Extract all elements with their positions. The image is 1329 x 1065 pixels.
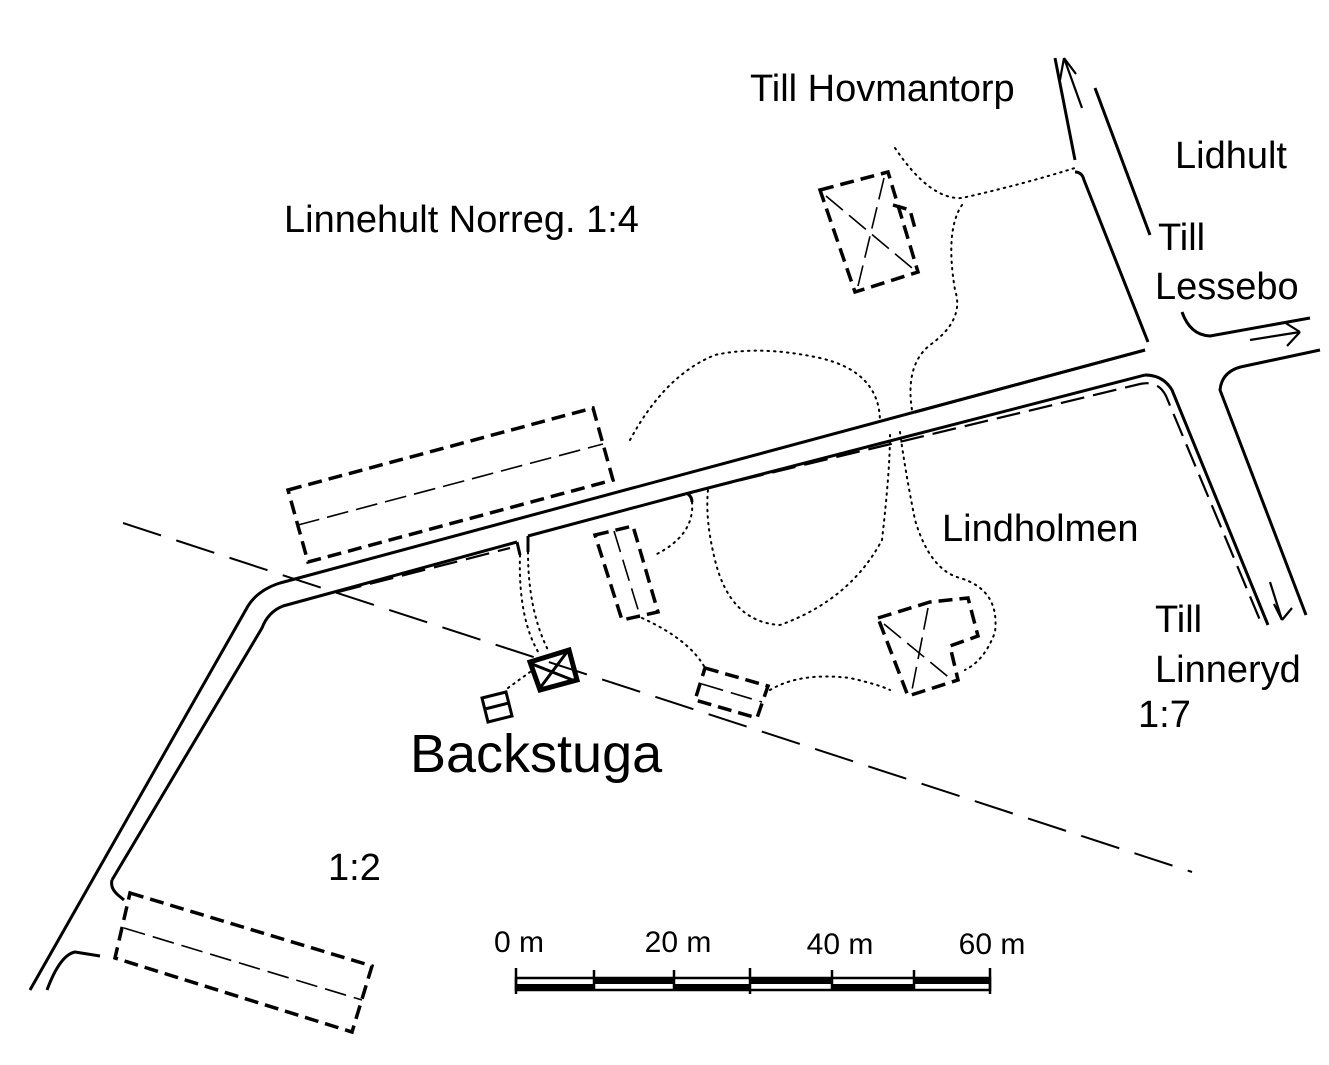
building-backstuga-annex: [480, 690, 514, 724]
main-road: [28, 348, 1270, 991]
label-lindholmen: Lindholmen: [942, 508, 1138, 550]
label-lidhult: Lidhult: [1175, 135, 1287, 177]
arrow-to-linneryd: [1268, 581, 1293, 621]
scale-tick-60: 60 m: [959, 928, 1026, 961]
arrow-to-lessebo: [1249, 321, 1301, 347]
label-till-linneryd-line2: Linneryd: [1155, 649, 1301, 691]
building-small-shed: [592, 523, 661, 623]
label-till-lessebo-line2: Lessebo: [1155, 266, 1299, 308]
scale-tick-20: 20 m: [645, 926, 712, 959]
building-lindholmen-cross: [875, 596, 981, 699]
scale-bar: 0 m 20 m 40 m 60 m: [494, 926, 1025, 994]
label-till-lessebo-line1: Till: [1158, 217, 1205, 259]
label-parcel-1-2: 1:2: [328, 847, 381, 889]
footpaths: [507, 147, 1076, 691]
property-boundary-line: [122, 522, 1193, 873]
scale-tick-0: 0 m: [494, 926, 544, 959]
building-southwest-long: [112, 890, 375, 1035]
label-backstuga: Backstuga: [410, 724, 663, 784]
scale-tick-40: 40 m: [807, 928, 874, 961]
label-linnehult: Linnehult Norreg. 1:4: [284, 199, 639, 241]
building-backstuga: [526, 646, 581, 694]
label-till-hovmantorp: Till Hovmantorp: [750, 68, 1015, 110]
direction-arrows: [1058, 57, 1301, 621]
building-north-cross: [817, 169, 921, 295]
north-road: [1053, 57, 1152, 343]
east-road: [1180, 311, 1321, 616]
arrow-to-hovmantorp: [1058, 57, 1084, 109]
label-till-linneryd-line1: Till: [1155, 599, 1202, 641]
label-parcel-1-7: 1:7: [1138, 694, 1191, 736]
building-small-lower: [692, 665, 771, 721]
building-northwest-long: [285, 405, 616, 565]
track-line: [337, 382, 1264, 626]
southwest-road: [45, 879, 125, 991]
